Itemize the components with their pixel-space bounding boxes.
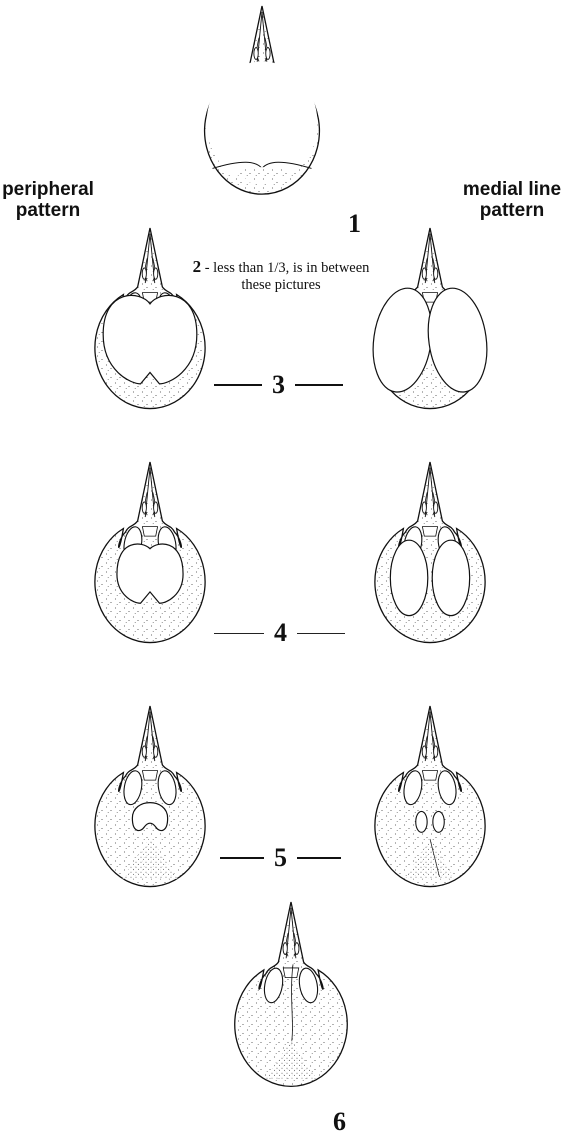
stage-3-connector: 3 (214, 371, 343, 399)
stage-3-left-line (214, 384, 262, 386)
stage-1-label: 1 (348, 210, 361, 238)
skull-stage-3-peripheral (95, 228, 205, 409)
stage-4-label: 4 (274, 619, 287, 647)
skull-outline (375, 462, 485, 643)
skull-stage-4-medial (375, 462, 485, 643)
stage-4-right-line (297, 633, 345, 634)
skull-stage-5-medial (375, 706, 485, 887)
stage-5-left-line (220, 857, 264, 859)
stage-4-left-line (214, 633, 264, 634)
stage-2-text: - less than 1/3, is in between these pic… (201, 260, 369, 293)
stage-5-right-line (297, 857, 341, 859)
stage-5-label: 5 (274, 844, 287, 872)
stage-6-label: 6 (333, 1108, 346, 1136)
stage-4-connector: 4 (214, 619, 345, 647)
stage-2-number: 2 (193, 257, 202, 276)
stage-3-label: 3 (272, 371, 285, 399)
left-column-heading: peripheral pattern (0, 179, 96, 221)
stage-2-note: 2 - less than 1/3, is in between these p… (188, 258, 374, 294)
stage-5-connector: 5 (220, 844, 341, 872)
skull-stage-6 (235, 902, 348, 1086)
stage-3-right-line (295, 384, 343, 386)
skull-stage-4-peripheral (95, 462, 205, 643)
skull-stage-1 (205, 6, 320, 194)
skull-stage-5-peripheral (95, 706, 205, 887)
right-column-heading: medial line pattern (458, 179, 566, 221)
skull-stage-3-medial (367, 228, 493, 409)
